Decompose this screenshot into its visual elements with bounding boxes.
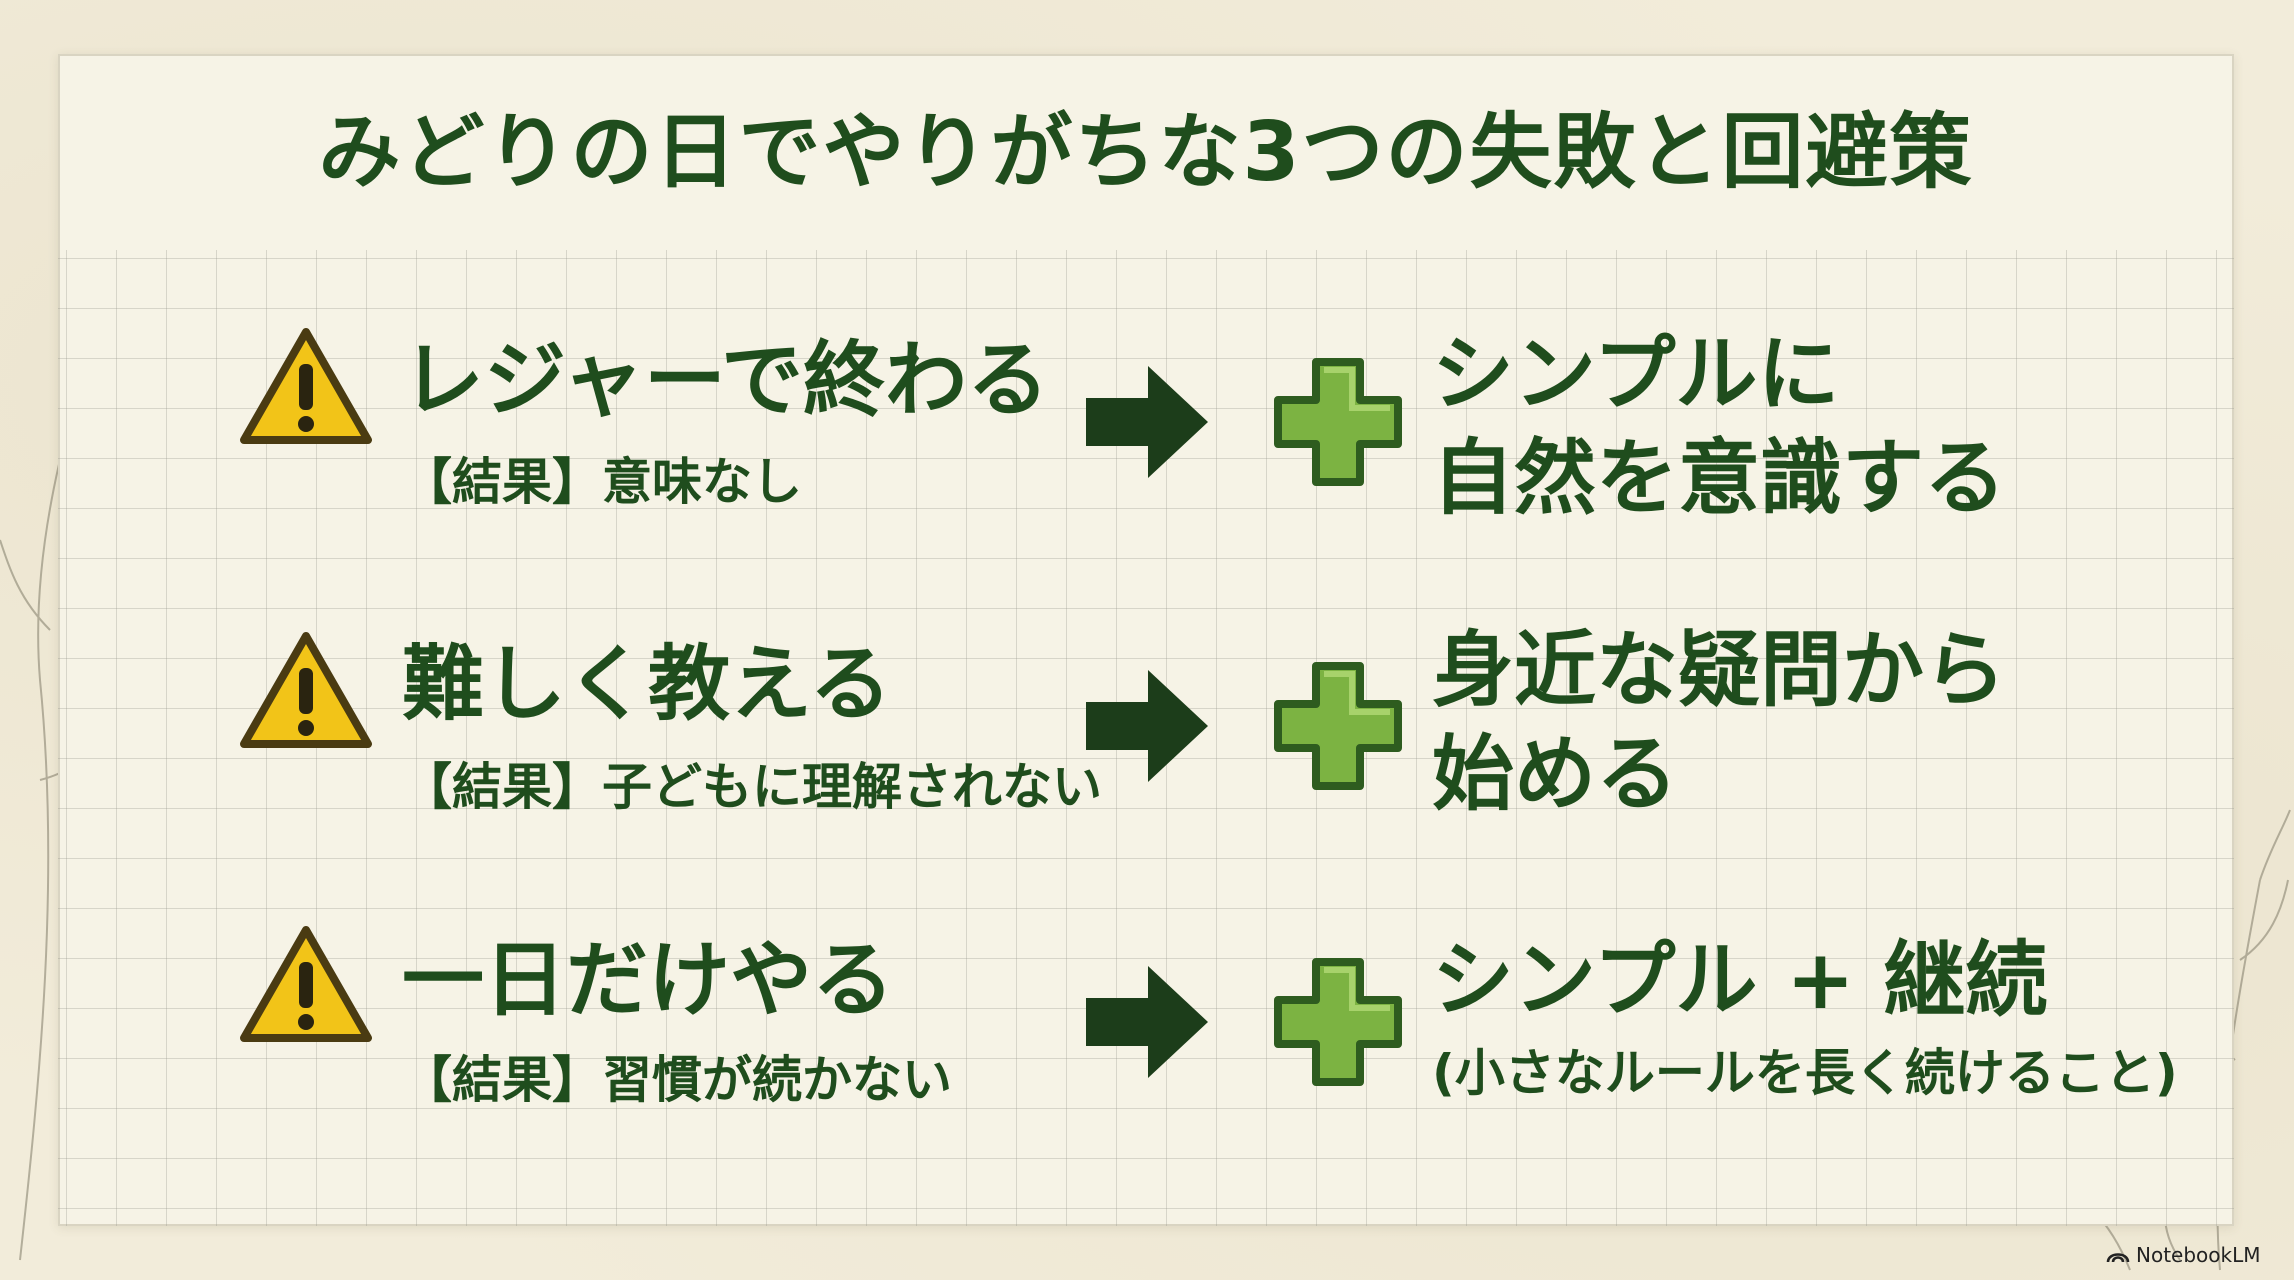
warning-triangle-icon	[240, 926, 372, 1042]
solution-line: シンプルに	[1432, 327, 1840, 422]
page-title: みどりの日でやりがちな3つの失敗と回避策	[318, 105, 1974, 200]
plus-icon	[1274, 358, 1402, 486]
mistake-label: レジャーで終わる	[402, 333, 1049, 428]
mistake-row: 一日だけやる 【結果】習慣が続かない シンプル + 継続 (小さなルールを長く続…	[0, 0, 2294, 1108]
solution-line: 始める	[1432, 727, 1679, 822]
brand-badge: NotebookLM	[2106, 1238, 2261, 1272]
warning-triangle-icon	[240, 328, 372, 444]
mistake-result: 【結果】意味なし	[402, 453, 802, 511]
arrow-right-icon	[1086, 966, 1208, 1078]
solution-line: 自然を意識する	[1432, 431, 2007, 526]
mistake-result: 【結果】子どもに理解されない	[402, 758, 1102, 816]
mistake-result: 【結果】習慣が続かない	[402, 1051, 952, 1109]
mistake-row: 難しく教える 【結果】子どもに理解されない 身近な疑問から 始める	[0, 0, 2294, 820]
solution-line: 身近な疑問から	[1432, 623, 2007, 718]
brand-label: NotebookLM	[2136, 1243, 2261, 1267]
solution-subtext: (小さなルールを長く続けること)	[1432, 1044, 2178, 1102]
solution-line: シンプル + 継続	[1432, 933, 2048, 1028]
mistake-label: 一日だけやる	[402, 933, 895, 1028]
arrow-right-icon	[1086, 366, 1208, 478]
warning-triangle-icon	[240, 632, 372, 748]
plus-icon	[1274, 662, 1402, 790]
mistake-row: レジャーで終わる 【結果】意味なし シンプルに 自然を意識する	[0, 0, 2294, 524]
mistake-label: 難しく教える	[402, 637, 892, 732]
arrow-right-icon	[1086, 670, 1208, 782]
plus-icon	[1274, 958, 1402, 1086]
notebooklm-logo-icon	[2106, 1253, 2130, 1263]
